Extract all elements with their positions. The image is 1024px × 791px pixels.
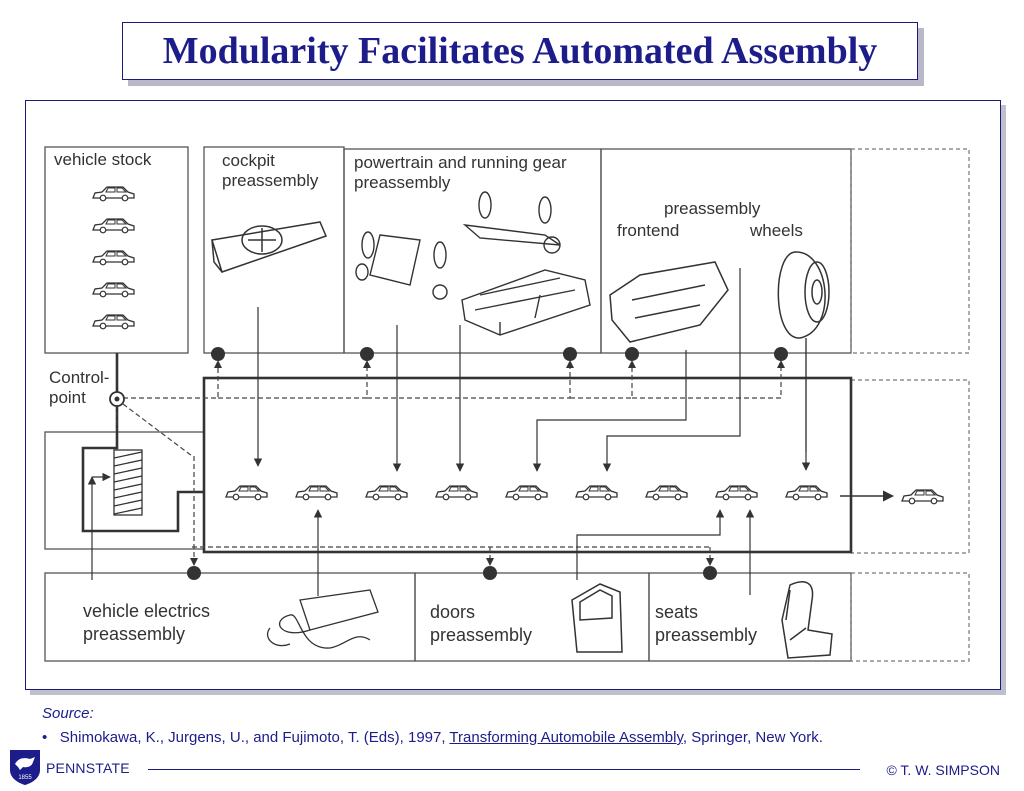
brand-name: PENNSTATE bbox=[46, 760, 130, 776]
copyright: © T. W. SIMPSON bbox=[886, 762, 1000, 778]
bullet: • bbox=[42, 729, 48, 746]
label-cockpit-preassembly: preassembly bbox=[222, 171, 319, 190]
frontend-module-icon bbox=[609, 261, 729, 343]
label-seats: seats bbox=[655, 602, 698, 622]
logo-year: 1855 bbox=[18, 775, 32, 781]
car-queue bbox=[225, 485, 944, 505]
slide-title: Modularity Facilitates Automated Assembl… bbox=[162, 30, 878, 72]
label-powertrain: powertrain and running gear bbox=[354, 153, 567, 172]
assembly-line-loop bbox=[202, 376, 853, 554]
citation-publisher: , Springer, New York. bbox=[682, 729, 823, 746]
label-seats-preassembly: preassembly bbox=[655, 625, 757, 645]
control-nodes bbox=[187, 347, 788, 580]
label-preassembly: preassembly bbox=[664, 199, 761, 218]
diagram-frame bbox=[25, 100, 1001, 690]
stock-feed-path bbox=[81, 353, 204, 533]
citation: • Shimokawa, K., Jurgens, U., and Fujimo… bbox=[42, 729, 823, 746]
footer-rule bbox=[148, 769, 860, 770]
wheel-icon bbox=[777, 251, 830, 339]
label-electrics-preassembly: preassembly bbox=[83, 624, 185, 644]
control-signal-lines bbox=[116, 368, 782, 565]
citation-book-title: Transforming Automobile Assembly bbox=[449, 729, 683, 746]
citation-authors: Shimokawa, K., Jurgens, U., and Fujimoto… bbox=[59, 729, 446, 746]
future-extension-boxes bbox=[850, 148, 970, 662]
seat-module-icon bbox=[781, 581, 833, 659]
door-module-icon bbox=[571, 583, 623, 653]
powertrain-module-icon bbox=[355, 191, 591, 336]
label-powertrain-preassembly: preassembly bbox=[354, 173, 451, 192]
label-doors-preassembly: preassembly bbox=[430, 625, 532, 645]
label-point: point bbox=[49, 388, 86, 407]
diagram-labels: vehicle stock cockpit preassembly powert… bbox=[49, 150, 803, 645]
buffer-rack bbox=[113, 449, 143, 516]
label-wheels: wheels bbox=[749, 221, 803, 240]
preassembly-boxes bbox=[44, 146, 852, 662]
source-label: Source: bbox=[42, 705, 94, 722]
label-vehicle-electrics: vehicle electrics bbox=[83, 601, 210, 621]
label-doors: doors bbox=[430, 602, 475, 622]
electrics-module-icon bbox=[266, 589, 379, 649]
label-vehicle-stock: vehicle stock bbox=[54, 150, 152, 169]
title-box: Modularity Facilitates Automated Assembl… bbox=[122, 22, 918, 80]
label-control: Control- bbox=[49, 368, 109, 387]
cockpit-module-icon bbox=[211, 221, 328, 273]
vehicle-stock-cars bbox=[92, 186, 135, 330]
penn-state-shield-icon: 1855 bbox=[10, 750, 40, 785]
label-frontend: frontend bbox=[617, 221, 679, 240]
label-cockpit: cockpit bbox=[222, 151, 275, 170]
